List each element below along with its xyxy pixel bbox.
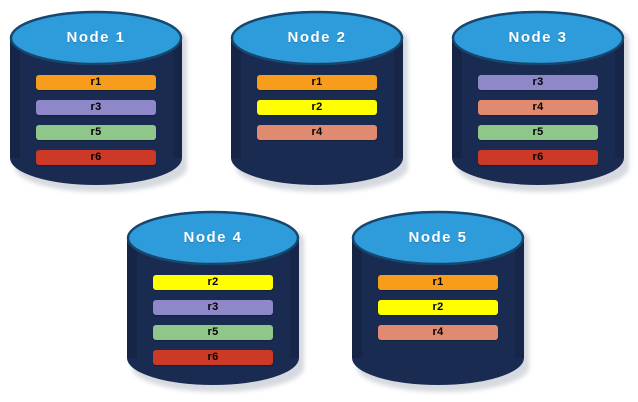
cylinder-top-cap — [351, 210, 525, 266]
replica-bar[interactable]: r6 — [153, 350, 273, 365]
cylinder-left-shade — [127, 238, 137, 358]
replica-label: r4 — [532, 101, 544, 113]
cylinder-left-shade — [352, 238, 362, 358]
cylinder-left-shade — [231, 38, 241, 158]
cylinder-right-shade — [515, 238, 524, 358]
replica-bar[interactable]: r4 — [478, 100, 598, 115]
cylinder-top-cap — [126, 210, 300, 266]
replica-bar[interactable]: r5 — [36, 125, 156, 140]
replica-bar[interactable]: r2 — [257, 100, 377, 115]
node-title: Node 5 — [408, 229, 468, 246]
replica-list: r2 r3 r5 r6 — [127, 275, 299, 365]
node-cylinder[interactable]: Node 5 r1 r2 r4 — [351, 210, 529, 392]
replica-bar[interactable]: r4 — [257, 125, 377, 140]
cylinder-left-shade — [452, 38, 462, 158]
replica-bar[interactable]: r6 — [36, 150, 156, 165]
cylinder-shape — [451, 10, 625, 185]
replica-list: r1 r3 r5 r6 — [10, 75, 182, 165]
replica-label: r1 — [432, 276, 444, 288]
replica-bar[interactable]: r3 — [478, 75, 598, 90]
cylinder-right-shade — [173, 38, 182, 158]
replica-bar[interactable]: r5 — [153, 325, 273, 340]
replica-bar[interactable]: r1 — [36, 75, 156, 90]
replica-label: r3 — [207, 301, 219, 313]
replica-bar[interactable]: r6 — [478, 150, 598, 165]
cylinder-right-shade — [394, 38, 403, 158]
replica-label: r6 — [207, 351, 219, 363]
replica-label: r4 — [311, 126, 323, 138]
replica-bar[interactable]: r3 — [36, 100, 156, 115]
node-title: Node 2 — [287, 29, 347, 46]
replica-bar[interactable]: r2 — [378, 300, 498, 315]
node-cylinder[interactable]: Node 1 r1 r3 r5 r6 — [9, 10, 187, 192]
cylinder-shape — [351, 210, 525, 385]
replica-label: r5 — [532, 126, 544, 138]
node-title: Node 3 — [508, 29, 568, 46]
node-cylinder[interactable]: Node 3 r3 r4 r5 r6 — [451, 10, 629, 192]
replica-bar[interactable]: r1 — [378, 275, 498, 290]
replica-label: r4 — [432, 326, 444, 338]
replica-list: r1 r2 r4 — [352, 275, 524, 340]
cylinder-right-shade — [290, 238, 299, 358]
node-cylinder[interactable]: Node 2 r1 r2 r4 — [230, 10, 408, 192]
replica-label: r2 — [207, 276, 219, 288]
replica-bar[interactable]: r1 — [257, 75, 377, 90]
replica-label: r6 — [532, 151, 544, 163]
replica-bar[interactable]: r2 — [153, 275, 273, 290]
node-title: Node 4 — [183, 229, 243, 246]
replica-bar[interactable]: r3 — [153, 300, 273, 315]
cylinder-top-cap — [451, 10, 625, 66]
replica-label: r3 — [90, 101, 102, 113]
cylinder-right-shade — [615, 38, 624, 158]
node-cylinder[interactable]: Node 4 r2 r3 r5 r6 — [126, 210, 304, 392]
replica-label: r2 — [432, 301, 444, 313]
cylinder-shape — [9, 10, 183, 185]
node-title: Node 1 — [66, 29, 126, 46]
replica-bar[interactable]: r4 — [378, 325, 498, 340]
replica-label: r3 — [532, 76, 544, 88]
replica-label: r5 — [207, 326, 219, 338]
replica-bar[interactable]: r5 — [478, 125, 598, 140]
replica-list: r3 r4 r5 r6 — [452, 75, 624, 165]
cylinder-top-cap — [230, 10, 404, 66]
replica-label: r5 — [90, 126, 102, 138]
cylinder-shape — [230, 10, 404, 185]
replica-label: r2 — [311, 101, 323, 113]
replica-list: r1 r2 r4 — [231, 75, 403, 140]
cylinder-left-shade — [10, 38, 20, 158]
replica-label: r1 — [90, 76, 102, 88]
cylinder-shape — [126, 210, 300, 385]
cylinder-top-cap — [9, 10, 183, 66]
replica-label: r6 — [90, 151, 102, 163]
replica-label: r1 — [311, 76, 323, 88]
